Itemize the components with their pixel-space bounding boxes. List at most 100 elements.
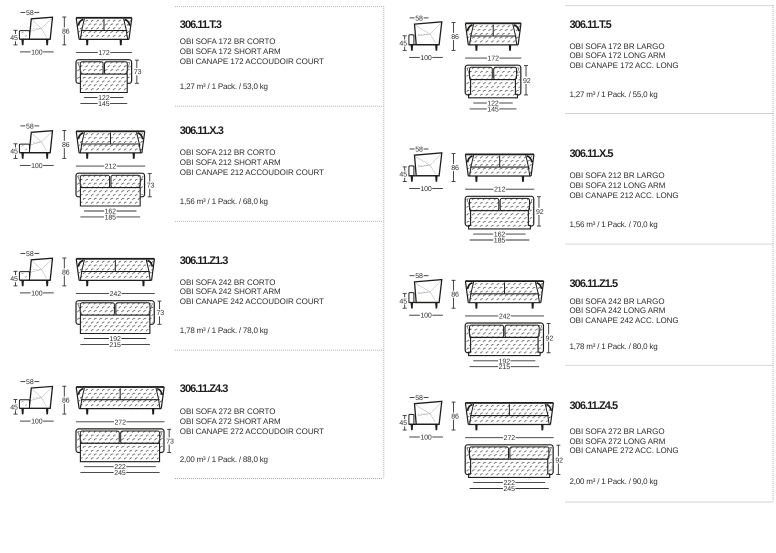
product-description-line2: OBI SOFA 272 LONG ARM [569,436,666,446]
dim-height-label: 86 [62,398,70,405]
dim-seat-height-label: 45 [10,35,18,42]
volume-pack-weight: 1,56 m³ / 1 Pack. / 68,0 kg [179,196,268,206]
dim-depth-label: 100 [420,186,432,193]
dim-height-label: 86 [62,28,70,35]
product-description-line2: OBI SOFA 212 SHORT ARM [179,158,281,167]
dim-depth-label: 100 [420,313,432,320]
dim-seat-width-outer-label: 215 [499,364,511,371]
dim-back-top-label: 58 [26,123,34,130]
dim-back-top-label: 58 [415,273,423,280]
dim-seat-width-label: 222 [503,480,515,487]
dim-width-label: 272 [114,419,126,426]
product-code: 306.11.Z1.5 [569,277,619,290]
product-code: 306.11.Z4.3 [179,383,229,396]
dim-seat-height-label: 45 [399,41,407,48]
dim-width-label: 212 [494,187,506,194]
dim-depth-label: 100 [31,163,43,170]
dim-seat-width-label: 162 [494,232,506,239]
side-view: 58 45 100 86 [10,379,70,426]
product-code: 306.11.X.5 [569,148,614,161]
product-description-line3: OBI CANAPE 172 ACC. LONG [569,61,679,71]
product-description-line1: OBI SOFA 272 BR CORTO [179,406,276,416]
dim-seat-height-label: 45 [399,420,407,427]
dim-seat-height-label: 45 [10,149,18,156]
dim-depth-label: 100 [420,435,432,442]
dim-height-label: 86 [451,165,459,172]
product-description-line3: OBI CANAPE 212 ACC. LONG [569,190,679,200]
dim-width-label: 212 [105,164,117,171]
volume-pack-weight: 1,78 m³ / 1 Pack. / 80,0 kg [569,341,658,351]
dim-seat-height-label: 45 [399,298,407,305]
dim-arm-depth-label: 92 [546,336,554,343]
front-view: 242 [464,280,545,320]
dim-arm-depth-label: 92 [536,209,544,216]
dim-seat-width-outer-label: 145 [98,101,110,108]
dim-seat-width-label: 162 [105,209,117,216]
product-description-line2: OBI SOFA 272 SHORT ARM [179,416,281,426]
dim-seat-width-outer-label: 245 [503,486,515,493]
front-view: 272 [75,386,165,426]
product-description-line1: OBI SOFA 172 BR LARGO [569,41,665,51]
front-view: 212 [464,153,535,194]
product-description-line3: OBI CANAPE 242 ACC. LONG [569,316,679,326]
product-description-line2: OBI SOFA 242 LONG ARM [569,306,666,316]
product-description-line3: OBI CANAPE 212 ACCOUDOIR COURT [179,167,324,177]
dim-depth-label: 100 [31,290,43,297]
front-view: 172 [75,16,133,57]
volume-pack-weight: 1,27 m³ / 1 Pack. / 53,0 kg [179,81,268,91]
product-code: 306.11.T.3 [179,19,222,32]
volume-pack-weight: 2,00 m³ / 1 Pack. / 88,0 kg [179,455,268,465]
side-view: 58 45 100 86 [10,10,70,57]
product-description-line1: OBI SOFA 242 BR LARGO [569,296,665,306]
dim-depth-label: 100 [420,55,432,62]
dim-arm-depth-label: 73 [134,69,142,76]
dim-seat-width-outer-label: 185 [494,238,506,245]
dim-depth-label: 100 [31,419,43,426]
dim-back-top-label: 58 [26,251,34,258]
volume-pack-weight: 1,56 m³ / 1 Pack. / 70,0 kg [569,220,658,229]
dim-back-top-label: 58 [415,395,423,402]
dim-arm-depth-label: 92 [555,457,563,464]
front-view: 242 [75,257,156,298]
dim-back-top-label: 58 [415,15,423,22]
product-description-line1: OBI SOFA 212 BR CORTO [179,148,276,158]
product-description-line1: OBI SOFA 212 BR LARGO [569,171,665,181]
front-view: 272 [464,402,554,442]
dim-back-top-label: 58 [26,10,34,17]
dim-depth-label: 100 [31,49,43,56]
product-description-line3: OBI CANAPE 272 ACCOUDOIR COURT [179,426,324,436]
dim-seat-width-label: 122 [487,101,499,108]
product-code: 306.11.Z1.3 [179,254,229,267]
dim-seat-height-label: 45 [10,404,18,411]
dim-height-label: 86 [451,292,459,299]
dim-back-top-label: 58 [26,379,34,386]
product-description-line3: OBI CANAPE 172 ACCOUDOIR COURT [179,57,324,67]
dim-seat-width-label: 222 [114,464,126,471]
dim-width-label: 242 [110,291,122,298]
dim-height-label: 86 [451,34,459,41]
dim-seat-width-outer-label: 245 [114,470,126,477]
dim-seat-height-label: 45 [399,172,407,179]
dim-seat-width-label: 122 [98,95,110,102]
product-description-line2: OBI SOFA 172 SHORT ARM [179,47,281,57]
dim-arm-depth-label: 92 [523,78,531,85]
dim-width-label: 172 [98,50,110,57]
product-description-line1: OBI SOFA 272 BR LARGO [569,426,665,436]
dim-width-label: 272 [504,435,516,442]
